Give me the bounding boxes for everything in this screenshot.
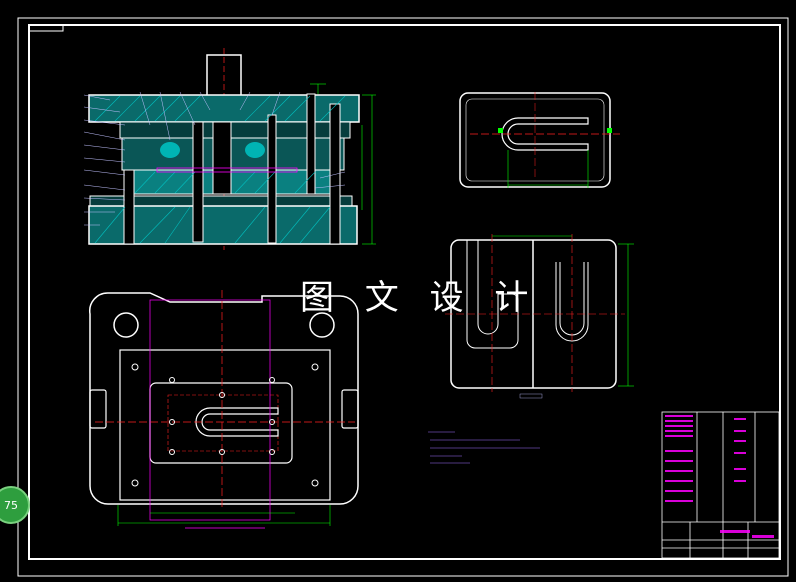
section-view (83, 48, 376, 250)
sheet-outer-border (17, 17, 789, 577)
lower-die-plan-view (89, 290, 359, 529)
technical-notes (428, 431, 540, 464)
blank-plan-view (459, 92, 620, 188)
title-block-text (665, 415, 774, 538)
zoom-badge[interactable]: 75 (0, 486, 30, 524)
upper-die-seat (88, 94, 360, 123)
strip-layout-view (445, 234, 634, 399)
watermark-text: 图 文 设 计 (300, 278, 539, 318)
sheet-corner-tab (28, 24, 64, 32)
sheet-inner-border (28, 24, 781, 560)
title-block (661, 411, 780, 559)
